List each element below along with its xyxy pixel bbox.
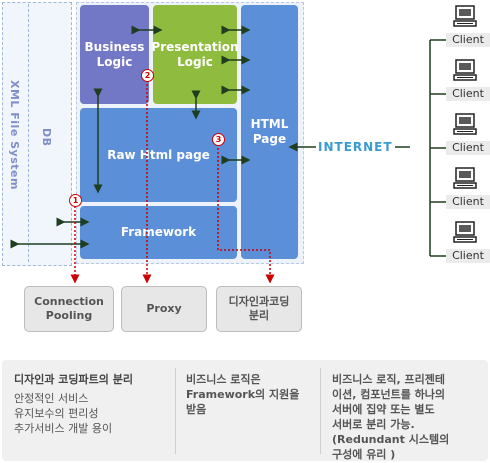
note-line: 추가서비스 개발 용이 (14, 422, 113, 435)
raw-html-page-block: Raw Html page (80, 108, 237, 202)
client-label: Client (446, 141, 490, 155)
notes-panel (2, 360, 488, 461)
note-heading: 디자인과 코딩파트의 분리 (14, 373, 133, 386)
proxy-box: Proxy (121, 286, 207, 332)
note-line: 안정적인 서비스 (14, 392, 89, 405)
marker-1: 1 (69, 194, 82, 207)
computer-icon (453, 4, 477, 32)
db-divider (28, 4, 29, 262)
note-server-separation: 비즈니스 로직, 프리젠테 이션, 컴포넌트를 하나의 서버에 집약 또는 별도… (332, 373, 450, 461)
framework-block: Framework (80, 206, 237, 259)
notes-divider (320, 368, 321, 454)
business-logic-block: Business Logic (80, 5, 149, 104)
design-coding-separation-box: 디자인과코딩 분리 (216, 286, 302, 332)
note-design-coding: 디자인과 코딩파트의 분리 안정적인 서비스 유지보수의 편리성 추가서비스 개… (14, 372, 172, 436)
client-label: Client (446, 195, 490, 209)
html-page-block: HTML Page (241, 5, 298, 259)
connection-pooling-box: Connection Pooling (24, 286, 114, 332)
computer-icon (453, 220, 477, 248)
xml-filesystem-label: XML File System (8, 80, 21, 190)
xml-filesystem-panel (2, 2, 72, 266)
notes-divider (175, 368, 176, 454)
client-label: Client (446, 249, 490, 263)
computer-icon (453, 112, 477, 140)
computer-icon (453, 166, 477, 194)
note-framework-support: 비즈니스 로직은 Framework의 지원을 받음 (186, 373, 300, 416)
note-line: 유지보수의 편리성 (14, 407, 99, 420)
client-label: Client (446, 33, 490, 47)
marker-3: 3 (212, 133, 225, 146)
client-label: Client (446, 87, 490, 101)
db-label: DB (40, 128, 53, 147)
marker-2: 2 (141, 69, 154, 82)
computer-icon (453, 58, 477, 86)
internet-label: INTERNET (316, 140, 395, 154)
